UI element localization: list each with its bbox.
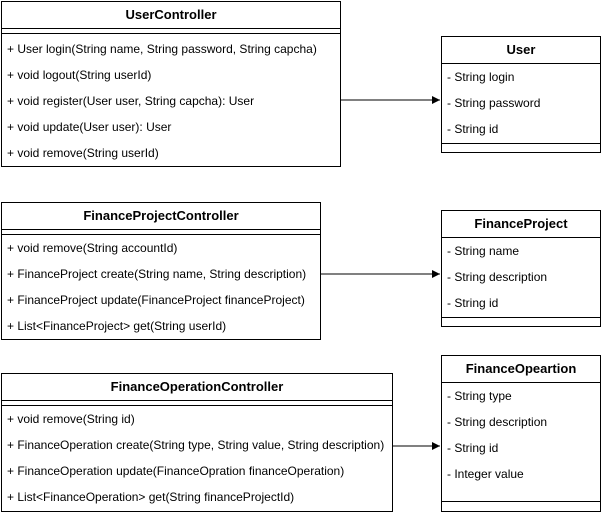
class-title: User bbox=[506, 42, 536, 57]
field-password: - String password bbox=[447, 96, 541, 110]
class-title: FinanceOperationController bbox=[110, 379, 284, 394]
bottom-separator bbox=[442, 501, 600, 502]
title-separator bbox=[442, 237, 600, 238]
user-entity-class[interactable]: User - String login - String password - … bbox=[441, 36, 601, 153]
title-separator bbox=[442, 63, 600, 64]
class-title: FinanceProject bbox=[474, 216, 568, 231]
title-separator bbox=[2, 400, 392, 406]
method-list: + void remove(String accountId) + Financ… bbox=[2, 235, 320, 339]
field-description: - String description bbox=[447, 270, 548, 284]
method-remove: + void remove(String accountId) bbox=[7, 241, 178, 255]
method-logout: + void logout(String userId) bbox=[7, 68, 152, 82]
field-list: - String login - String password - Strin… bbox=[442, 64, 600, 142]
method-remove: + void remove(String id) bbox=[7, 412, 135, 426]
method-login: + User login(String name, String passwor… bbox=[7, 42, 317, 56]
method-remove: + void remove(String userId) bbox=[7, 146, 159, 160]
field-description: - String description bbox=[447, 415, 548, 429]
title-separator bbox=[442, 382, 600, 383]
field-name: - String name bbox=[447, 244, 520, 258]
method-create: + FinanceOperation create(String type, S… bbox=[7, 438, 385, 452]
field-type: - String type bbox=[447, 389, 512, 403]
title-separator bbox=[2, 28, 340, 34]
method-update: + FinanceProject update(FinanceProject f… bbox=[7, 293, 305, 307]
method-update: + FinanceOperation update(FinanceOpratio… bbox=[7, 464, 345, 478]
field-id: - String id bbox=[447, 296, 499, 310]
field-login: - String login bbox=[447, 70, 515, 84]
method-create: + FinanceProject create(String name, Str… bbox=[7, 267, 307, 281]
finance-project-controller-class[interactable]: FinanceProjectController + void remove(S… bbox=[1, 202, 321, 340]
method-get: + List<FinanceOperation> get(String fina… bbox=[7, 490, 295, 504]
field-id: - String id bbox=[447, 122, 499, 136]
title-separator bbox=[2, 229, 320, 235]
bottom-separator bbox=[442, 143, 600, 144]
finance-operation-entity-class[interactable]: FinanceOpeartion - String type - String … bbox=[441, 355, 601, 512]
field-id: - String id bbox=[447, 441, 499, 455]
field-list: - String type - String description - Str… bbox=[442, 383, 600, 487]
field-list: - String name - String description - Str… bbox=[442, 238, 600, 316]
class-title: FinanceProjectController bbox=[83, 208, 239, 223]
finance-project-entity-class[interactable]: FinanceProject - String name - String de… bbox=[441, 210, 601, 327]
method-list: + User login(String name, String passwor… bbox=[2, 34, 340, 166]
bottom-separator bbox=[442, 317, 600, 318]
method-list: + void remove(String id) + FinanceOperat… bbox=[2, 406, 392, 510]
method-register: + void register(User user, String capcha… bbox=[7, 94, 255, 108]
method-get: + List<FinanceProject> get(String userId… bbox=[7, 319, 227, 333]
finance-operation-controller-class[interactable]: FinanceOperationController + void remove… bbox=[1, 373, 393, 512]
field-value: - Integer value bbox=[447, 467, 524, 481]
method-update: + void update(User user): User bbox=[7, 120, 172, 134]
class-title: UserController bbox=[125, 7, 217, 22]
user-controller-class[interactable]: UserController + User login(String name,… bbox=[1, 1, 341, 167]
class-title: FinanceOpeartion bbox=[465, 361, 577, 376]
